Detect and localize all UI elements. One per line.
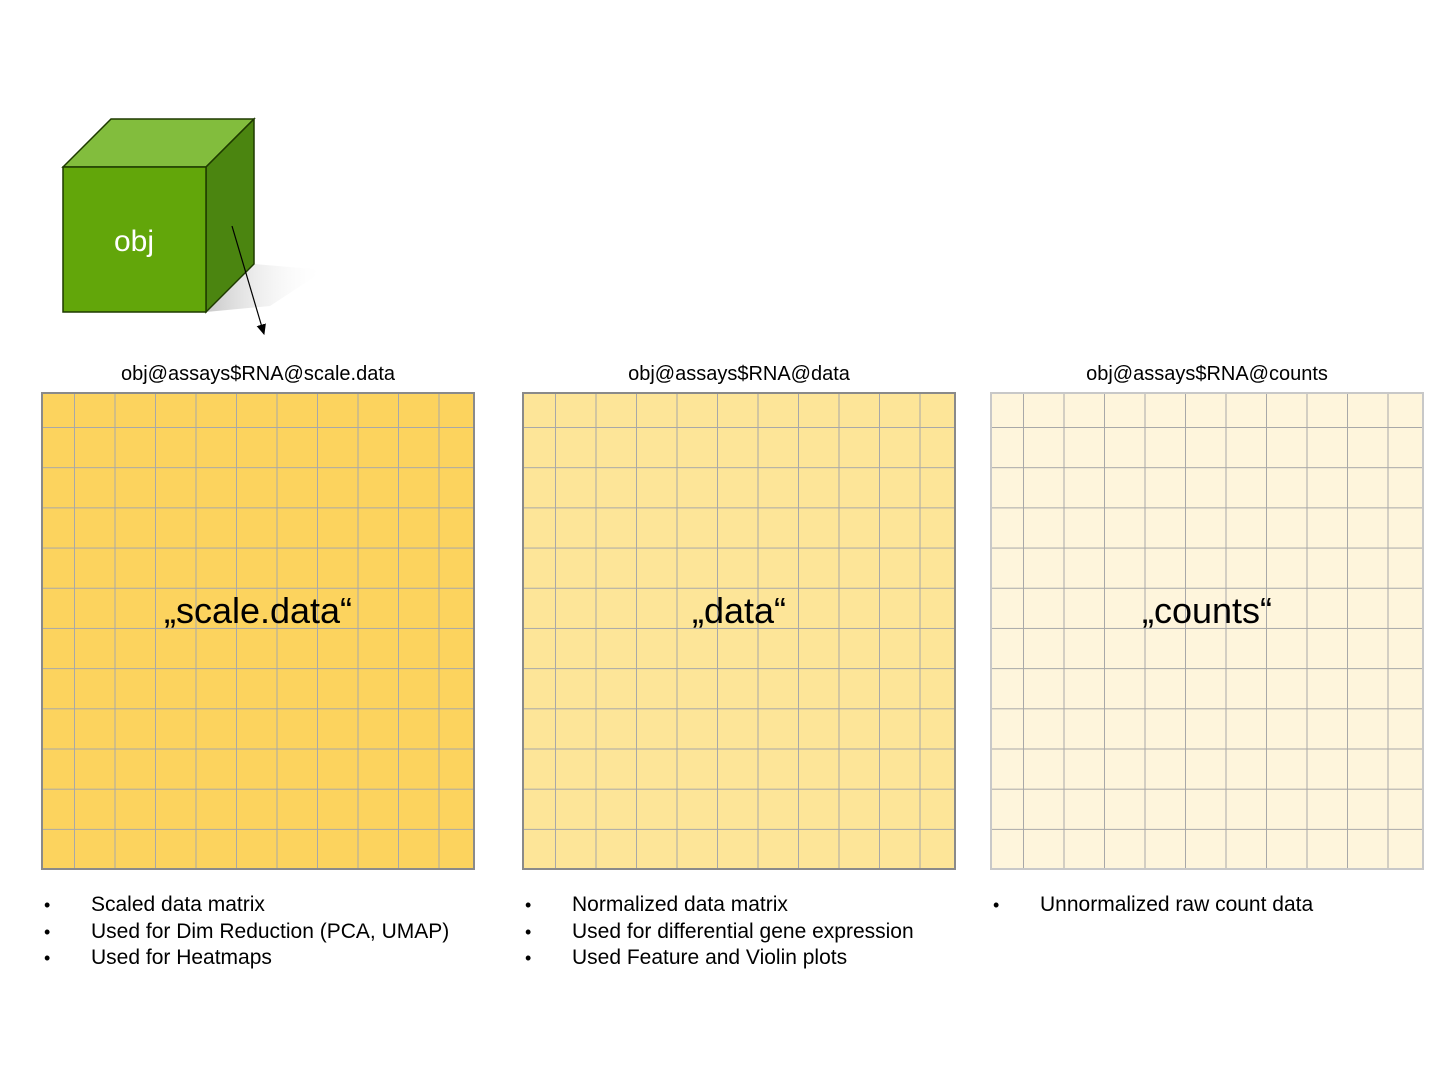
list-item: •Used Feature and Violin plots	[525, 946, 848, 969]
list-item: •Used for Heatmaps	[44, 946, 272, 969]
cube-front-face	[62, 166, 207, 313]
counts-path-label: obj@assays$RNA@counts	[1086, 363, 1328, 385]
data-path-label: obj@assays$RNA@data	[628, 363, 850, 385]
data-bullet-list: •Normalized data matrix •Used for differ…	[522, 892, 992, 972]
data-panel: obj@assays$RNA@data „data“ •Normalized d…	[522, 360, 956, 969]
object-label: obj	[114, 225, 154, 258]
bullet-text: Used for Dim Reduction (PCA, UMAP)	[91, 919, 450, 943]
bullet-text: Normalized data matrix	[572, 893, 788, 916]
scale-data-path-label: obj@assays$RNA@scale.data	[120, 363, 396, 385]
bullet-text: Scaled data matrix	[91, 893, 265, 916]
cube-shadow	[206, 264, 325, 312]
bullet-text: Used for differential gene expression	[572, 919, 914, 943]
bullet-text: Used for Heatmaps	[91, 946, 272, 969]
list-item: •Normalized data matrix	[525, 893, 788, 916]
data-matrix-name: „data“	[691, 590, 787, 631]
counts-matrix-name: „counts“	[1141, 590, 1273, 631]
scale-data-panel: obj@assays$RNA@scale.data „scale.data“ •…	[41, 360, 475, 969]
bullet-text: Used Feature and Violin plots	[572, 946, 848, 969]
list-item: •Unnormalized raw count data	[993, 893, 1314, 916]
list-item: •Scaled data matrix	[44, 893, 265, 916]
list-item: •Used for differential gene expression	[525, 919, 914, 943]
list-item: •Used for Dim Reduction (PCA, UMAP)	[44, 919, 450, 943]
seurat-object-cube: obj	[61, 117, 325, 336]
counts-panel: obj@assays$RNA@counts „counts“ •Unnormal…	[990, 360, 1424, 916]
counts-bullet-list: •Unnormalized raw count data	[990, 892, 1440, 919]
bullet-text: Unnormalized raw count data	[1040, 893, 1314, 916]
scale-data-matrix-name: „scale.data“	[163, 590, 353, 631]
scale-data-matrix: „scale.data“	[41, 392, 475, 870]
data-matrix: „data“	[522, 392, 956, 870]
counts-matrix: „counts“	[990, 392, 1424, 870]
pointer-arrow	[231, 225, 266, 336]
scale-data-bullet-list: •Scaled data matrix •Used for Dim Reduct…	[41, 892, 511, 972]
